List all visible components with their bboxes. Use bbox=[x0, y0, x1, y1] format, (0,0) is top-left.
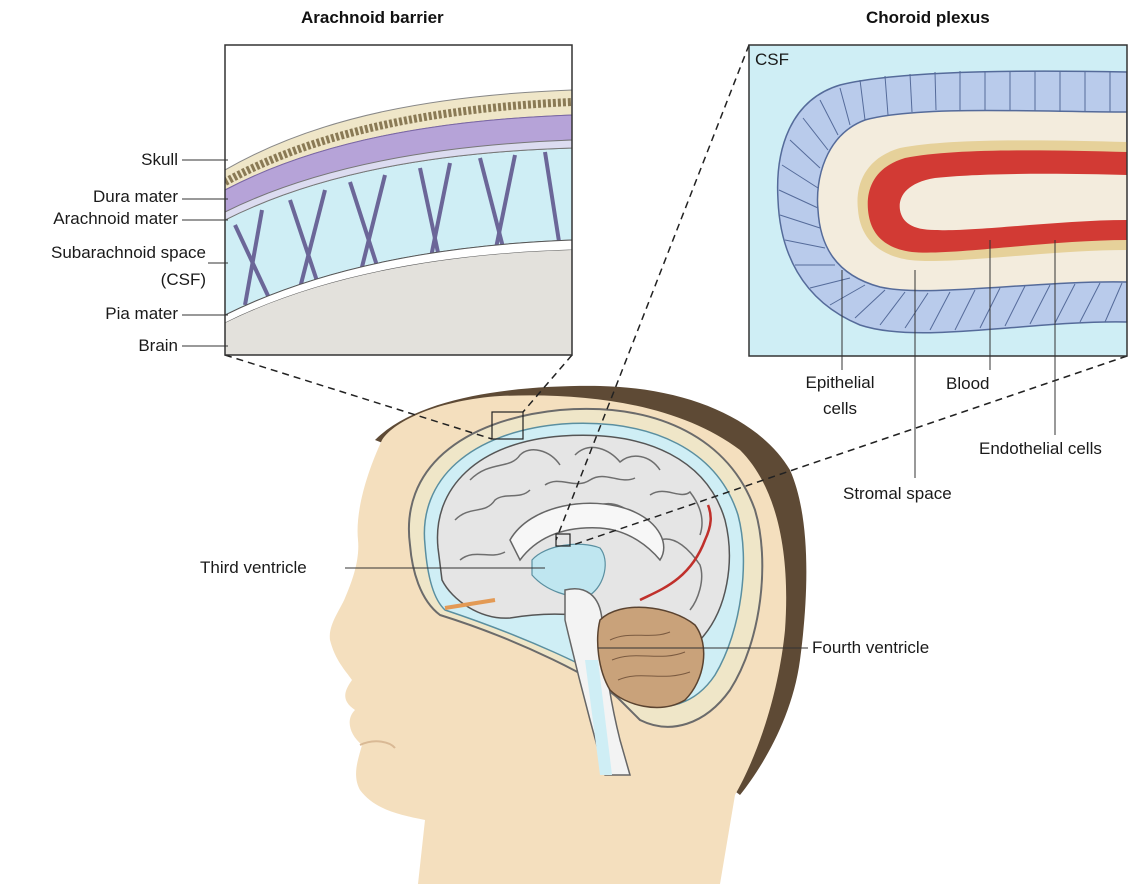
label-third-ventricle: Third ventricle bbox=[200, 558, 307, 578]
head-illustration bbox=[330, 386, 807, 884]
label-dura-mater: Dura mater bbox=[93, 187, 178, 207]
label-skull: Skull bbox=[141, 150, 178, 170]
label-csf: CSF bbox=[755, 50, 789, 70]
label-subarachnoid-csf: (CSF) bbox=[161, 270, 206, 290]
label-blood: Blood bbox=[946, 374, 989, 394]
label-brain: Brain bbox=[138, 336, 178, 356]
cerebellum bbox=[598, 607, 704, 707]
label-epithelial-1: Epithelial bbox=[795, 373, 885, 393]
choroid-inset bbox=[749, 45, 1127, 356]
label-fourth-ventricle: Fourth ventricle bbox=[812, 638, 929, 658]
arachnoid-inset bbox=[225, 45, 572, 355]
label-pia-mater: Pia mater bbox=[105, 304, 178, 324]
choroid-title: Choroid plexus bbox=[866, 8, 990, 28]
label-subarachnoid-space: Subarachnoid space bbox=[51, 243, 206, 263]
label-stromal-space: Stromal space bbox=[843, 484, 952, 504]
label-epithelial-2: cells bbox=[795, 399, 885, 419]
arachnoid-title: Arachnoid barrier bbox=[301, 8, 444, 28]
label-endothelial-cells: Endothelial cells bbox=[979, 439, 1102, 459]
label-arachnoid-mater: Arachnoid mater bbox=[53, 209, 178, 229]
